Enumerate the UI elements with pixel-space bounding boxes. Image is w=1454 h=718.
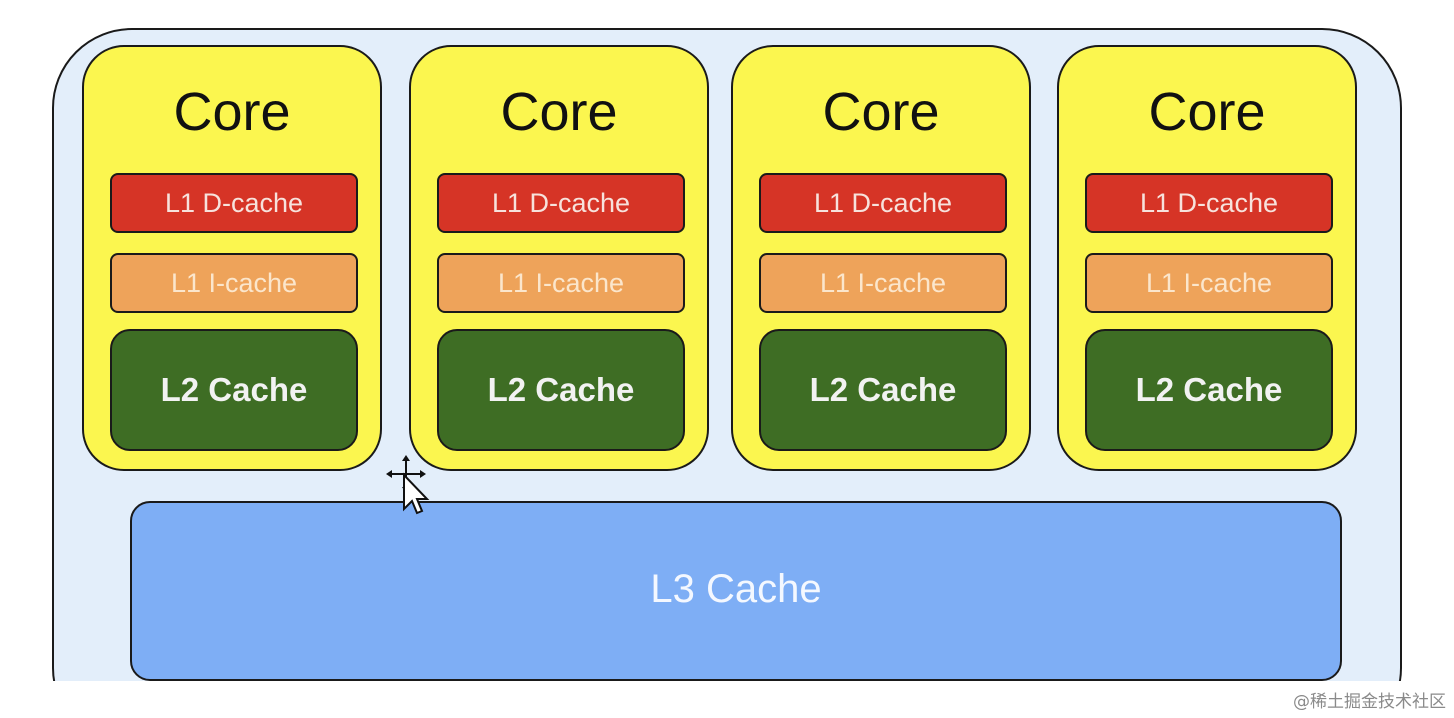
core-4: Core L1 D-cache L1 I-cache L2 Cache bbox=[1057, 45, 1357, 471]
l1-d-cache: L1 D-cache bbox=[759, 173, 1007, 233]
l1-i-cache: L1 I-cache bbox=[759, 253, 1007, 313]
l1-d-cache: L1 D-cache bbox=[110, 173, 358, 233]
bottom-crop bbox=[0, 681, 1454, 718]
l1-d-cache: L1 D-cache bbox=[1085, 173, 1333, 233]
l2-cache: L2 Cache bbox=[1085, 329, 1333, 451]
core-1: Core L1 D-cache L1 I-cache L2 Cache bbox=[82, 45, 382, 471]
core-2: Core L1 D-cache L1 I-cache L2 Cache bbox=[409, 45, 709, 471]
l3-cache: L3 Cache bbox=[130, 501, 1342, 681]
l1-i-cache: L1 I-cache bbox=[437, 253, 685, 313]
core-title: Core bbox=[173, 82, 291, 142]
l1-i-cache: L1 I-cache bbox=[110, 253, 358, 313]
core-title: Core bbox=[1148, 82, 1266, 142]
l1-i-cache: L1 I-cache bbox=[1085, 253, 1333, 313]
l2-cache: L2 Cache bbox=[759, 329, 1007, 451]
watermark: @稀土掘金技术社区 bbox=[1293, 692, 1446, 712]
l2-cache: L2 Cache bbox=[110, 329, 358, 451]
move-cursor-icon bbox=[386, 455, 430, 515]
core-title: Core bbox=[822, 82, 940, 142]
core-3: Core L1 D-cache L1 I-cache L2 Cache bbox=[731, 45, 1031, 471]
core-title: Core bbox=[500, 82, 618, 142]
l2-cache: L2 Cache bbox=[437, 329, 685, 451]
l1-d-cache: L1 D-cache bbox=[437, 173, 685, 233]
